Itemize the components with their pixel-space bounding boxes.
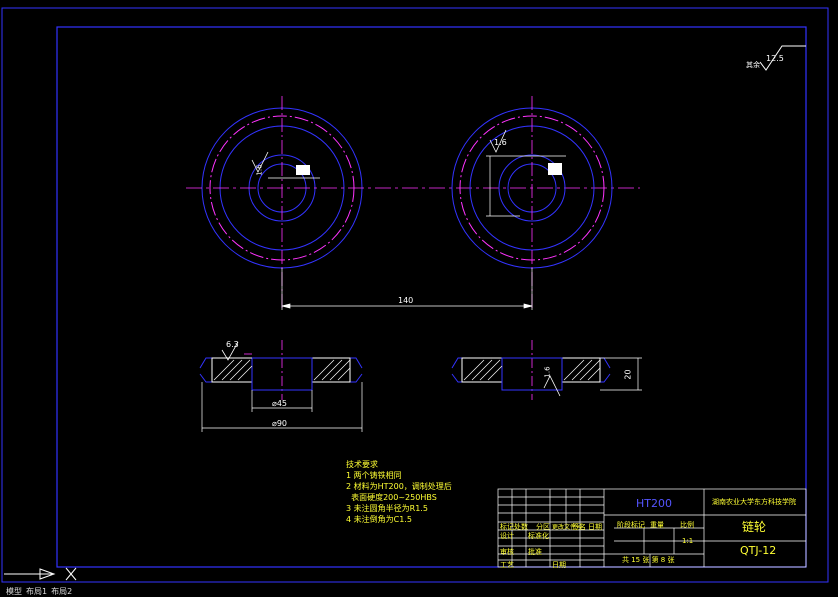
tb-header-label: 更改文件号 <box>552 524 583 531</box>
roughness-symbol <box>759 45 806 71</box>
tb-row-cell: 批准 <box>528 548 542 556</box>
tech-req-item: 1 两个铸铁相同 <box>346 471 402 480</box>
tb-header-label: 分区 <box>536 523 550 531</box>
tb-header-label: 签名 <box>572 523 586 531</box>
title-block <box>497 488 807 568</box>
roughness-corner-label: 其余 <box>746 61 760 69</box>
roughness-corner-value: 12.5 <box>766 54 784 63</box>
tb-stage-label: 重量 <box>650 521 664 529</box>
tech-req-item: 2 材料为HT200，调制处理后 <box>346 482 452 491</box>
layout-tabs: 模型 布局1 布局2 <box>6 586 72 596</box>
tech-requirements: 技术要求 1 两个铸铁相同 2 材料为HT200，调制处理后 表面硬度200~2… <box>346 459 452 525</box>
title-school: 湖南农业大学东方科技学院 <box>712 498 796 506</box>
right-sprocket-plan <box>451 96 613 310</box>
tb-stage-label: 阶段标记 <box>617 521 645 529</box>
section-roughness-label: 1.6 <box>543 366 552 378</box>
outer-diameter-label: ⌀90 <box>272 419 287 428</box>
tb-header-label: 处数 <box>514 523 528 531</box>
chamfer-roughness-label: 6.3 <box>226 340 239 349</box>
title-drawing-number: QTJ-12 <box>740 544 777 557</box>
tech-req-item: 3 未注圆角半径为R1.5 <box>346 504 428 513</box>
tab-layout1[interactable]: 布局1 <box>26 587 48 596</box>
inner-diameter-label: ⌀45 <box>272 399 287 408</box>
tb-row-label: 审核 <box>500 548 514 556</box>
tb-row-label: 设计 <box>500 532 514 540</box>
left-section-view <box>199 340 363 432</box>
title-material: HT200 <box>636 497 672 510</box>
tb-header-label: 日期 <box>588 523 602 531</box>
tech-req-item: 表面硬度200~250HBS <box>346 493 437 502</box>
title-part-name: 链轮 <box>742 520 767 534</box>
sheet-inner-frame <box>56 26 807 568</box>
tab-layout2[interactable]: 布局2 <box>51 587 73 596</box>
ucs-icon <box>4 567 77 581</box>
tb-header-label: 标记 <box>500 523 514 531</box>
tab-model[interactable]: 模型 <box>6 587 22 596</box>
right-roughness-label: 1.6 <box>494 138 507 147</box>
sheet-outer-border <box>1 7 829 583</box>
tb-row-cell: 日期 <box>552 561 566 569</box>
tech-req-item: 4 未注倒角为C1.5 <box>346 515 412 524</box>
tech-requirements-title: 技术要求 <box>346 460 378 469</box>
dim-center-distance <box>281 268 533 310</box>
center-distance-label: 140 <box>398 296 414 305</box>
right-section-view <box>451 340 642 400</box>
thickness-label: 20 <box>623 369 633 380</box>
tb-row-label: 工艺 <box>500 561 514 569</box>
title-sheet-info: 共 15 张 第 8 张 <box>622 556 675 564</box>
tb-row-cell: 标准化 <box>528 532 549 540</box>
tb-stage-label: 比例 <box>680 521 694 529</box>
left-roughness-label: 1.6 <box>255 164 264 176</box>
title-scale: 1:1 <box>682 537 694 545</box>
